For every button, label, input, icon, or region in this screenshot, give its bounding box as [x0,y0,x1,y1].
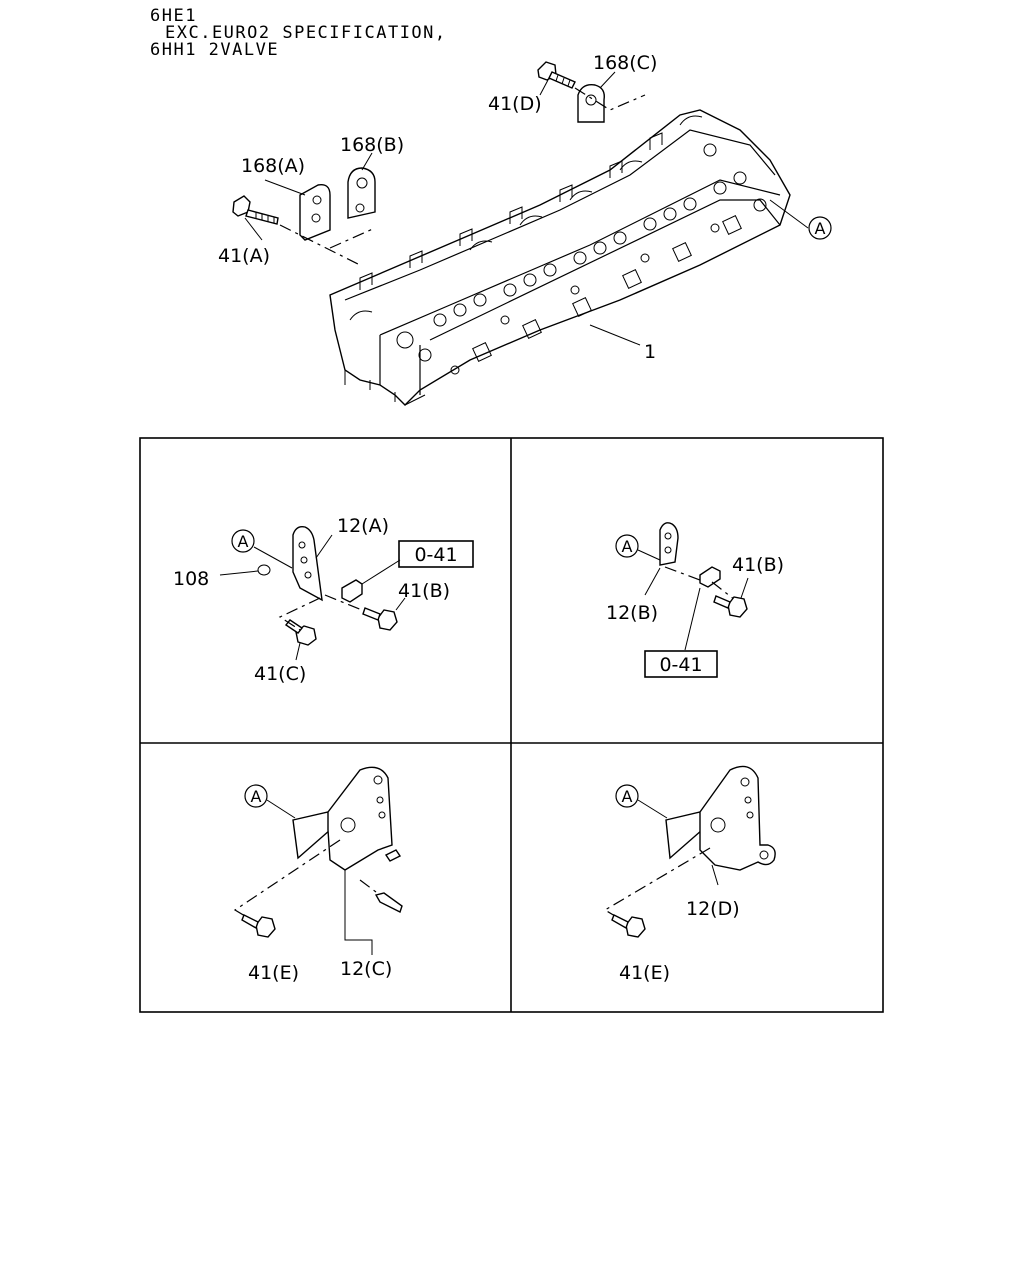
label-41d: 41(D) [488,93,542,115]
ref-a-marker: A [615,534,639,558]
ref-box-0-41[interactable]: 0-41 [398,540,474,568]
label-41c: 41(C) [254,663,306,685]
panel-3: A 41(E) 12(C) [233,766,403,984]
header-line-1: 6HE1 [150,6,197,26]
label-41e: 41(E) [619,962,670,984]
label-41b: 41(B) [398,580,450,602]
ref-a-letter: A [251,787,262,806]
label-168c: 168(C) [593,52,657,74]
variant-grid [139,437,884,1013]
cylinder-head-drawing [329,109,791,406]
bolt-41d [537,61,576,89]
ref-a-letter: A [238,532,249,551]
panel-2: A 12(B) 41(B) 0-41 [606,522,784,678]
header-line-3: 6HH1 2VALVE [150,40,279,60]
header-line-2: EXC.EURO2 SPECIFICATION, [165,23,447,43]
label-41b: 41(B) [732,554,784,576]
panel-4: A 12(D) 41(E) [603,765,776,984]
label-1: 1 [644,341,656,363]
ref-a-letter: A [622,787,633,806]
label-41a: 41(A) [218,245,270,267]
bracket-168b [347,167,376,219]
label-12c: 12(C) [340,958,392,980]
label-12d: 12(D) [686,898,740,920]
label-168a: 168(A) [241,155,305,177]
ref-a-marker: A [244,784,268,808]
label-108: 108 [173,568,209,590]
bracket-168a [299,184,331,241]
ref-a-letter: A [815,219,826,238]
ref-a-marker: A [808,216,832,240]
ref-box-0-41[interactable]: 0-41 [644,650,718,678]
label-168b: 168(B) [340,134,404,156]
label-12b: 12(B) [606,602,658,624]
ref-a-marker: A [231,529,255,553]
diagram-header: 6HE1 EXC.EURO2 SPECIFICATION, 6HH1 2VALV… [150,6,447,60]
ref-a-marker: A [615,784,639,808]
bolt-41a [232,195,279,225]
panel-1: A 12(A) 108 41(B) 41(C) 0-41 [173,515,474,685]
ref-box-text: 0-41 [414,544,457,566]
label-12a: 12(A) [337,515,389,537]
label-41e: 41(E) [248,962,299,984]
ref-box-text: 0-41 [659,654,702,676]
ref-a-letter: A [622,537,633,556]
